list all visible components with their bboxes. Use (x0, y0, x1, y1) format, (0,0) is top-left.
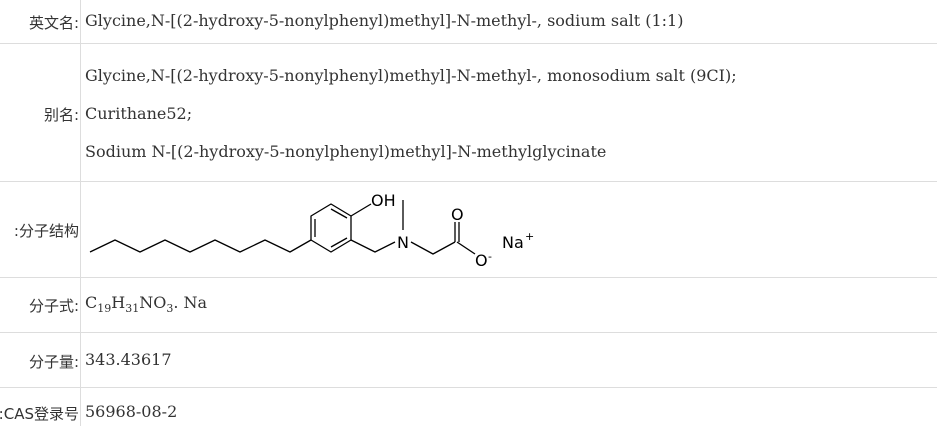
formula-no: NO (139, 293, 167, 312)
cas-row: CAS登录号: 56968-08-2 (0, 388, 937, 426)
formula-na: . Na (173, 293, 208, 312)
formula-h-count: 31 (125, 302, 140, 315)
nitrogen-label: N (397, 233, 409, 252)
sodium-label: Na (502, 233, 524, 252)
formula-label: 分子式: (28, 297, 79, 315)
structure-label: 分子结构: (13, 222, 79, 240)
formula-o-count: 3 (166, 302, 174, 315)
molecular-structure-image: OH N O O - Na + (89, 191, 534, 270)
column-divider (80, 0, 81, 426)
structure-row: 分子结构: OH N O O (0, 182, 937, 278)
molecular-formula: C19H31NO3. Na (85, 293, 207, 315)
nonyl-chain (89, 239, 312, 253)
formula-h: H (111, 293, 126, 312)
alias-3: Sodium N-[(2-hydroxy-5-nonylphenyl)methy… (85, 142, 607, 161)
alias-2: Curithane52; (85, 104, 193, 123)
alias-1: Glycine,N-[(2-hydroxy-5-nonylphenyl)meth… (85, 66, 737, 85)
aliases-label: 别名: (43, 106, 79, 124)
formula-c: C (85, 293, 98, 312)
english-name-label: 英文名: (28, 14, 79, 32)
weight-label: 分子量: (28, 353, 79, 371)
cas-number: 56968-08-2 (85, 402, 178, 421)
weight-row: 分子量: 343.43617 (0, 333, 937, 388)
english-name-value: Glycine,N-[(2-hydroxy-5-nonylphenyl)meth… (85, 11, 684, 30)
carboxylate-oxygen-label: O (475, 251, 488, 270)
hydroxyl-label: OH (371, 191, 396, 210)
minus-charge: - (488, 250, 492, 263)
cas-label: CAS登录号: (0, 405, 79, 423)
formula-c-count: 19 (97, 302, 112, 315)
carbonyl-oxygen-label: O (451, 205, 464, 224)
aliases-row: 别名: Glycine,N-[(2-hydroxy-5-nonylphenyl)… (0, 44, 937, 182)
benzene-ring (310, 203, 352, 253)
formula-row: 分子式: C19H31NO3. Na (0, 278, 937, 333)
molecular-weight: 343.43617 (85, 350, 172, 369)
english-name-row: 英文名: Glycine,N-[(2-hydroxy-5-nonylphenyl… (0, 0, 937, 44)
plus-charge: + (525, 230, 534, 243)
